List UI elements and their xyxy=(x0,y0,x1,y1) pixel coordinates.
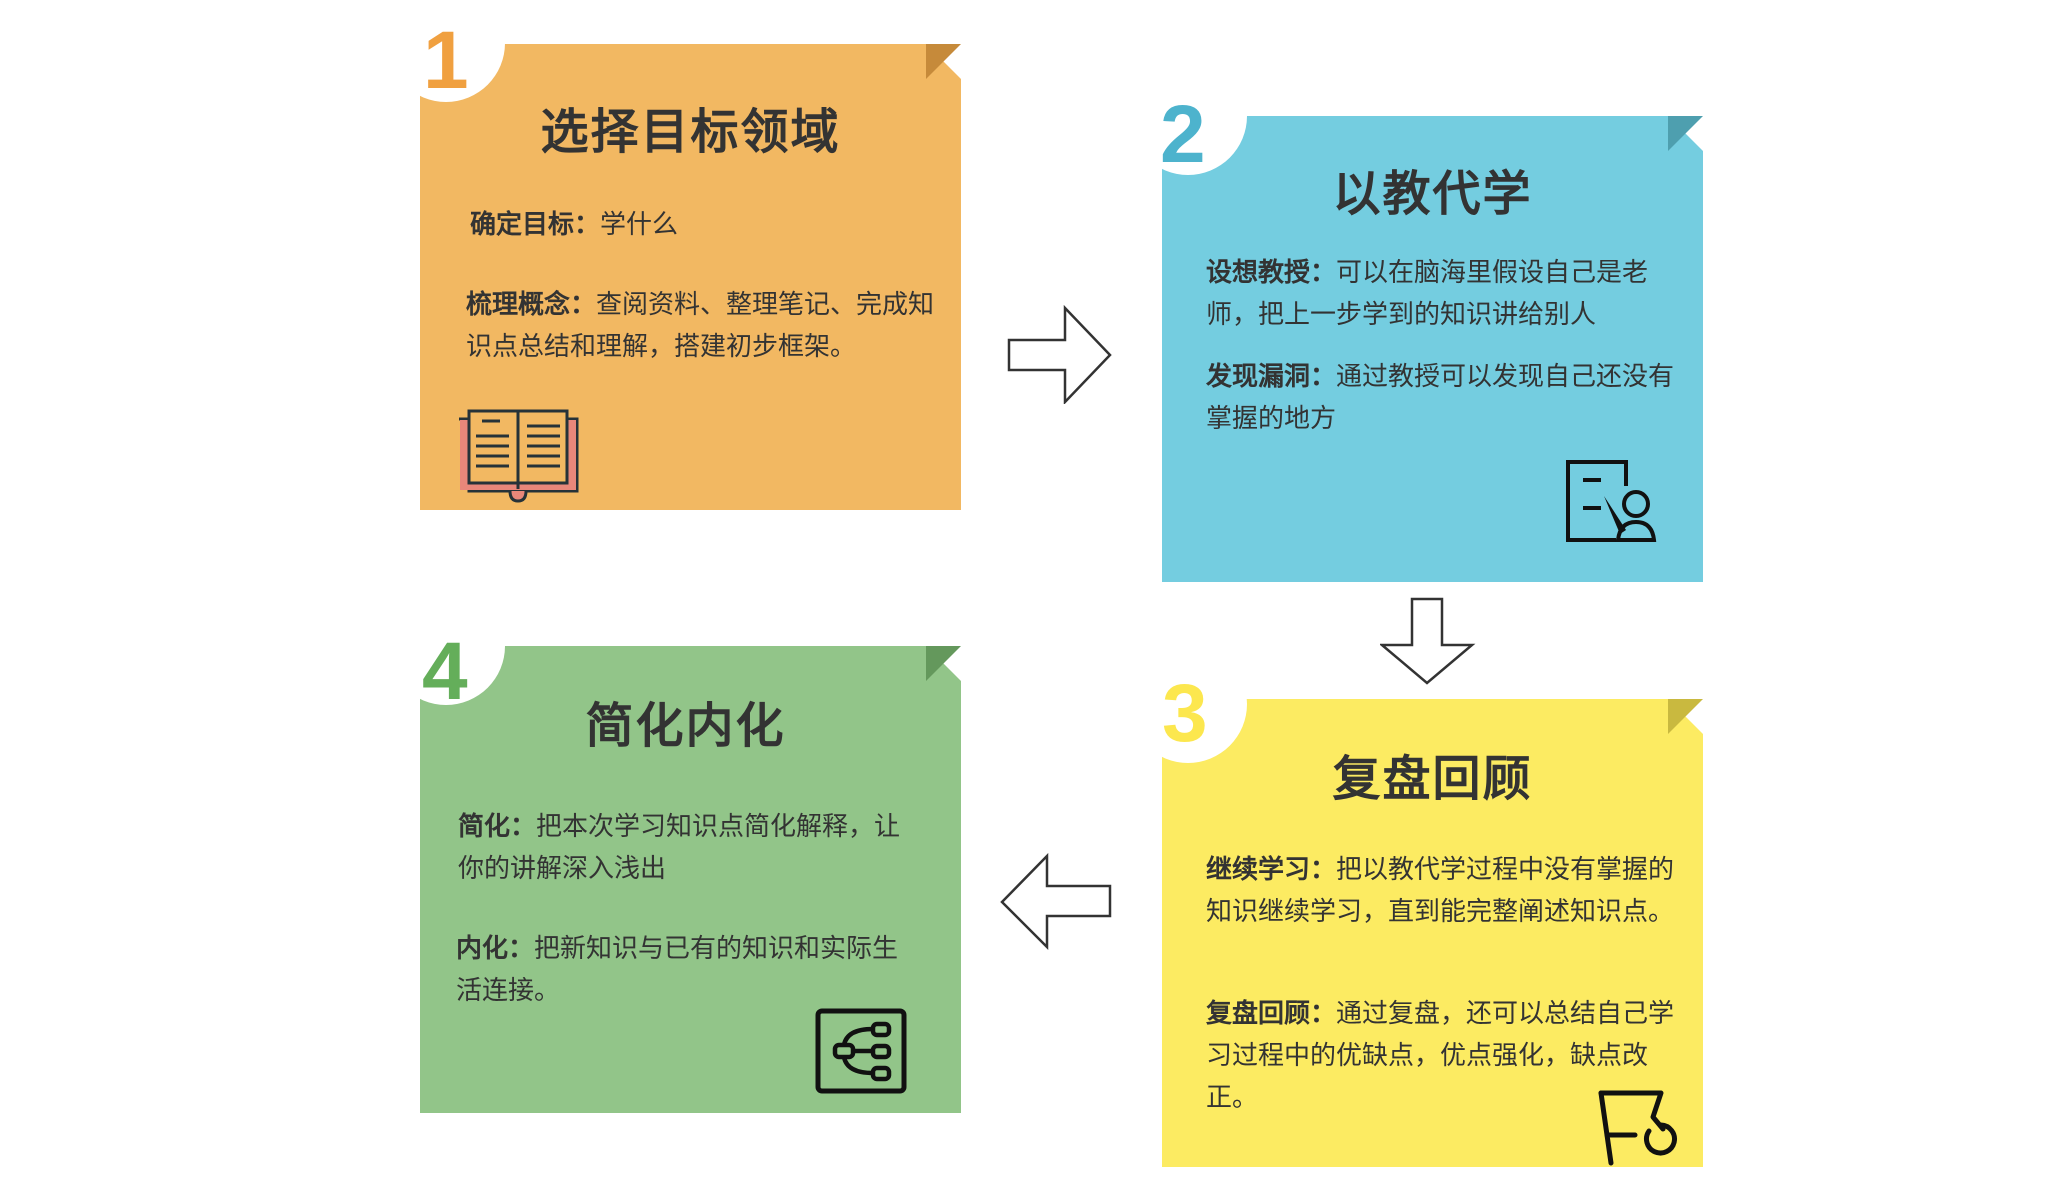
paragraph-label: 设想教授： xyxy=(1206,258,1337,288)
step-number-badge xyxy=(1129,645,1247,763)
step-title: 复盘回顾 xyxy=(1332,751,1533,807)
step-number: 4 xyxy=(422,626,468,717)
card-background xyxy=(1162,116,1703,582)
step-paragraph-1: 简化：把本次学习知识点简化解释，让你的讲解深入浅出 xyxy=(458,806,918,890)
folded-corner xyxy=(926,646,961,681)
card-background xyxy=(420,646,961,1113)
paragraph-label: 内化： xyxy=(456,934,535,964)
step-number: 3 xyxy=(1162,668,1208,759)
folded-corner xyxy=(1668,699,1703,734)
teacher-board-icon xyxy=(1566,460,1657,542)
step-title: 以教代学 xyxy=(1332,166,1533,222)
step-paragraph-1: 确定目标：学什么 xyxy=(470,204,930,246)
paragraph-text: 把本次学习知识点简化解释，让你的讲解深入浅出 xyxy=(458,812,901,884)
step-number-badge xyxy=(1129,57,1247,175)
paragraph-label: 确定目标： xyxy=(470,210,601,240)
step-title: 选择目标领域 xyxy=(540,104,841,160)
step-paragraph-1: 设想教授：可以在脑海里假设自己是老师，把上一步学到的知识讲给别人 xyxy=(1206,252,1676,336)
card-background xyxy=(1162,699,1703,1167)
flag-refresh-icon xyxy=(1598,1090,1677,1166)
paragraph-text: 把以教代学过程中没有掌握的知识继续学习，直到能完整阐述知识点。 xyxy=(1206,855,1675,927)
folded-corner xyxy=(1668,116,1703,151)
paragraph-text: 通过教授可以发现自己还没有掌握的地方 xyxy=(1206,362,1675,434)
step-paragraph-2: 发现漏洞：通过教授可以发现自己还没有掌握的地方 xyxy=(1206,356,1676,440)
step-title: 简化内化 xyxy=(585,698,786,754)
paragraph-label: 继续学习： xyxy=(1206,855,1337,885)
step-number: 1 xyxy=(423,15,469,106)
step-number: 2 xyxy=(1160,89,1206,180)
open-book-icon xyxy=(459,409,579,503)
step-card-4: 简化内化 简化：把本次学习知识点简化解释，让你的讲解深入浅出 内化：把新知识与已… xyxy=(420,646,961,1113)
step-card-2: 以教代学 设想教授：可以在脑海里假设自己是老师，把上一步学到的知识讲给别人 发现… xyxy=(1162,116,1703,582)
step-paragraph-1: 继续学习：把以教代学过程中没有掌握的知识继续学习，直到能完整阐述知识点。 xyxy=(1206,849,1676,933)
folded-corner xyxy=(926,44,961,79)
paragraph-label: 发现漏洞： xyxy=(1206,362,1337,392)
paragraph-text: 可以在脑海里假设自己是老师，把上一步学到的知识讲给别人 xyxy=(1206,258,1649,330)
step-card-3: 复盘回顾 继续学习：把以教代学过程中没有掌握的知识继续学习，直到能完整阐述知识点… xyxy=(1162,699,1703,1167)
paragraph-text: 查阅资料、整理笔记、完成知识点总结和理解，搭建初步框架。 xyxy=(466,290,935,362)
step-card-1: 选择目标领域 确定目标：学什么 梳理概念：查阅资料、整理笔记、完成知识点总结和理… xyxy=(420,44,961,510)
paragraph-label: 梳理概念： xyxy=(466,290,597,320)
paragraph-text: 学什么 xyxy=(600,210,679,240)
arrow-right-icon xyxy=(1007,304,1112,404)
step-paragraph-2: 内化：把新知识与已有的知识和实际生活连接。 xyxy=(456,928,906,1012)
step-paragraph-2: 梳理概念：查阅资料、整理笔记、完成知识点总结和理解，搭建初步框架。 xyxy=(466,284,946,368)
step-number-badge xyxy=(387,587,505,705)
paragraph-label: 复盘回顾： xyxy=(1206,999,1337,1029)
paragraph-label: 简化： xyxy=(458,812,537,842)
paragraph-text: 把新知识与已有的知识和实际生活连接。 xyxy=(456,934,899,1006)
arrow-left-icon xyxy=(1000,853,1112,951)
step-number-badge xyxy=(387,0,505,102)
hierarchy-tree-icon xyxy=(815,1008,907,1094)
step-paragraph-2: 复盘回顾：通过复盘，还可以总结自己学习过程中的优缺点，优点强化，缺点改正。 xyxy=(1206,993,1676,1119)
paragraph-text: 通过复盘，还可以总结自己学习过程中的优缺点，优点强化，缺点改正。 xyxy=(1206,999,1675,1113)
arrow-down-icon xyxy=(1380,597,1476,685)
